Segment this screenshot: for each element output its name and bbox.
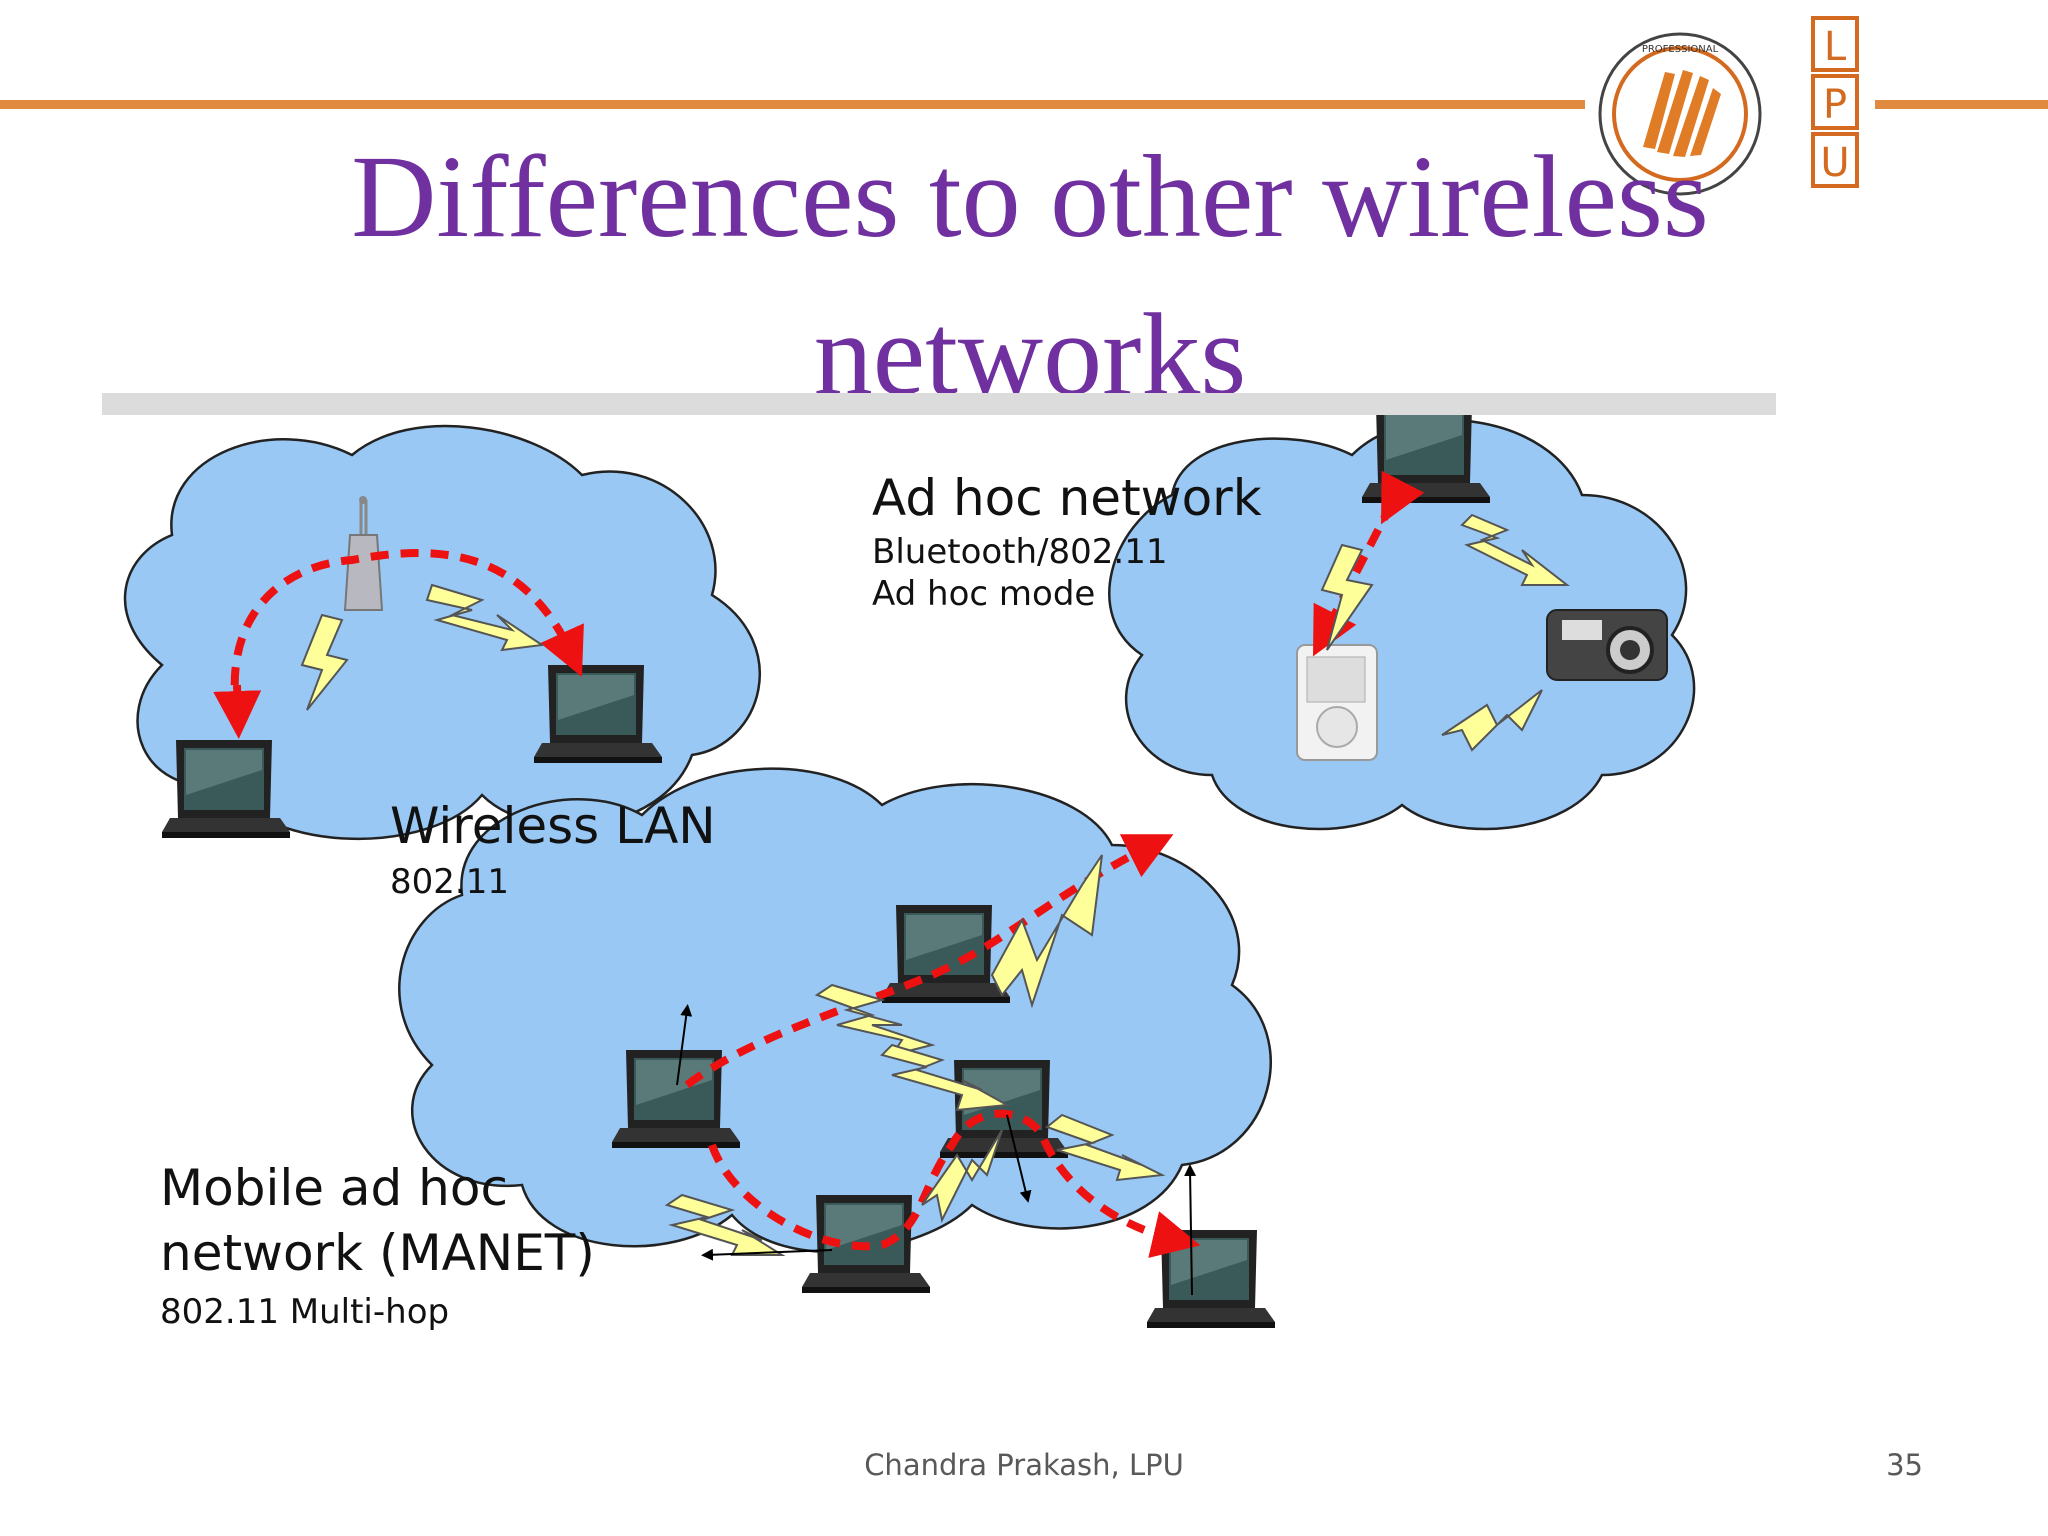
header-rule-right [1875,100,2048,109]
manet-bolt-6 [1044,1113,1166,1182]
manet-bolt-2 [990,854,1103,1009]
wlan-standard: 802.11 [390,862,509,902]
logo-letter-u: U [1820,140,1849,186]
manet-label-line1: Mobile ad hoc [160,1159,508,1217]
camera-icon [1546,609,1668,681]
manet-move-arrow-1 [676,1004,693,1086]
adhoc-label: Ad hoc network [872,469,1262,527]
wlan-bolt-2 [425,583,545,652]
network-diagram: Wireless LAN 802.11 Ad hoc network Bluet… [123,415,1696,1332]
manet-standard: 802.11 Multi-hop [160,1292,449,1332]
manet-move-arrow-2 [701,1248,833,1261]
manet-route-loop [708,1109,1201,1258]
logo-letter-l: L [1824,24,1847,70]
manet-move-arrow-3 [1006,1114,1032,1203]
wlan-label: Wireless LAN [390,797,716,855]
manet-bolt-4 [664,1193,786,1256]
manet-route-up [684,834,1174,1089]
logo-letter-p: P [1823,82,1847,128]
adhoc-route [1313,470,1425,657]
slide-title: Differences to other wireless networks [190,118,1870,434]
wlan-route-left-head [213,684,262,739]
manet-bolt-5 [921,1129,1003,1224]
adhoc-bolt-1 [1320,543,1374,651]
wlan-bolt-1 [300,613,349,711]
svg-text:PROFESSIONAL: PROFESSIONAL [1642,44,1719,55]
slide-footer: Chandra Prakash, LPU [864,1448,1184,1482]
page-number: 35 [1886,1448,1923,1482]
adhoc-detail-2: Ad hoc mode [872,574,1095,614]
manet-label-line2: network (MANET) [160,1224,595,1282]
wlan-route [230,549,584,716]
adhoc-bolt-3 [1441,689,1543,752]
lpu-logo: PROFESSIONAL L P U [1598,16,1859,196]
manet-bolt-3 [880,1043,1011,1112]
adhoc-bolt-2 [1460,513,1570,586]
mp3-player-icon [1296,644,1378,761]
title-underbar [102,393,1776,415]
lpu-seal: PROFESSIONAL [1598,32,1762,196]
adhoc-detail-1: Bluetooth/802.11 [872,532,1167,572]
header-rule-left [0,100,1585,109]
manet-move-arrow-4 [1184,1164,1197,1296]
lpu-letters: L P U [1811,16,1859,188]
slide-title-line1: Differences to other wireless [351,131,1709,262]
manet-laptop-right [1147,1230,1275,1328]
